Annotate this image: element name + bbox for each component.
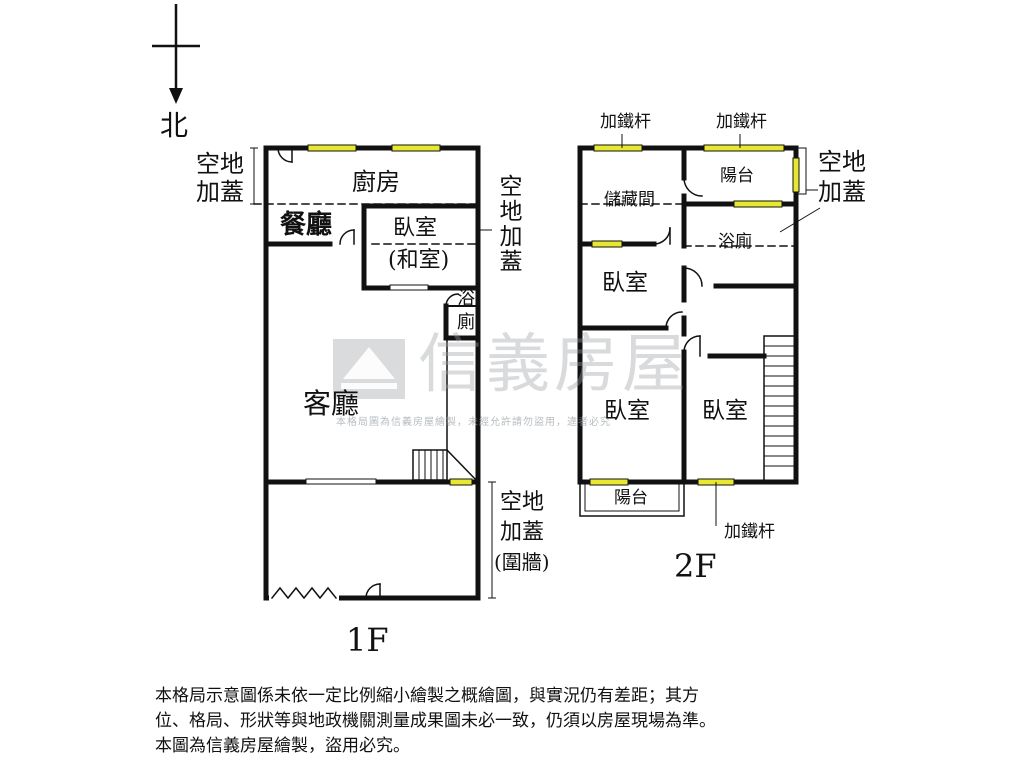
floor1-right-annex: 空地加蓋 bbox=[495, 174, 521, 274]
disclaimer: 本格局示意圖係未依一定比例縮小繪製之概繪圖，與實況仍有差距；其方 位、格局、形狀… bbox=[155, 684, 875, 759]
disclaimer-line-1: 本格局示意圖係未依一定比例縮小繪製之概繪圖，與實況仍有差距；其方 bbox=[155, 686, 699, 706]
floor2-iron-bar-right: 加鐵杆 bbox=[716, 112, 767, 132]
room-bedroom-1f-note: (和室) bbox=[388, 248, 450, 273]
room-bath-1f-top: 浴 bbox=[457, 288, 475, 309]
floor1-left-annex-line1: 空地 bbox=[196, 150, 244, 178]
room-bedroom-1f: 臥室 bbox=[393, 216, 438, 241]
floor1-front-annex-line3: (圍牆) bbox=[494, 550, 550, 574]
room-kitchen: 廚房 bbox=[352, 168, 400, 196]
floor2-right-annex-line1: 空地 bbox=[818, 148, 866, 176]
room-bedroom-2f-b: 臥室 bbox=[604, 398, 650, 424]
north-arrow-icon bbox=[152, 4, 200, 104]
watermark-subtext: 本格局圖為信義房屋繪製，未經允許請勿盜用，違者必究 bbox=[336, 417, 611, 428]
floor1-dimension-lines bbox=[250, 147, 496, 599]
room-balcony-top: 陽台 bbox=[720, 166, 754, 186]
floor2-iron-bar-left: 加鐵杆 bbox=[600, 112, 651, 132]
floor1-front-annex-line1: 空地 bbox=[500, 490, 545, 515]
watermark-brand: 信義房屋 bbox=[418, 328, 690, 402]
brand-logo-icon bbox=[333, 339, 405, 399]
disclaimer-line-2: 位、格局、形狀等與地政機關測量成果圖未必一致，仍須以房屋現場為準。 bbox=[155, 711, 716, 731]
room-bath-1f-bottom: 廁 bbox=[457, 312, 475, 333]
disclaimer-line-3: 本圖為信義房屋繪製，盜用必究。 bbox=[155, 736, 410, 756]
floor1-label: 1F bbox=[346, 621, 389, 659]
room-dining: 餐廳 bbox=[280, 210, 333, 240]
floor1-walls bbox=[253, 145, 481, 601]
floor1-windows bbox=[307, 144, 473, 486]
room-bedroom-2f-a: 臥室 bbox=[602, 270, 648, 296]
room-bedroom-2f-c: 臥室 bbox=[702, 398, 748, 424]
north-label: 北 bbox=[160, 109, 189, 142]
room-balcony-bottom: 陽台 bbox=[614, 488, 648, 508]
floor1-left-annex-line2: 加蓋 bbox=[196, 178, 244, 206]
room-storage: 儲藏間 bbox=[604, 190, 655, 210]
floor2-label: 2F bbox=[674, 547, 717, 585]
room-living: 客廳 bbox=[303, 387, 360, 420]
floor2-leader-lines bbox=[621, 134, 821, 526]
floor1-front-annex-line2: 加蓋 bbox=[500, 520, 545, 545]
floor2-right-annex-line2: 加蓋 bbox=[818, 178, 866, 206]
floor2-iron-bar-bottom: 加鐵杆 bbox=[724, 522, 775, 542]
room-bath-2f: 浴廁 bbox=[718, 232, 752, 252]
